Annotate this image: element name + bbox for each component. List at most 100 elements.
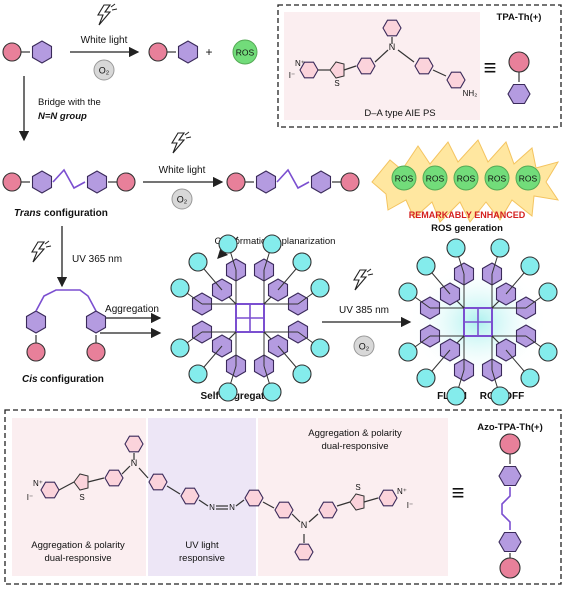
bolt-shape bbox=[171, 132, 186, 154]
ros-generation-text: ROS generation bbox=[431, 223, 503, 234]
right-caption-2: dual-responsive bbox=[321, 441, 388, 452]
bond-line bbox=[291, 513, 301, 523]
pink-node bbox=[26, 342, 46, 362]
bond-line bbox=[308, 513, 319, 523]
iodide-label: I⁻ bbox=[289, 71, 295, 80]
text-layer: White light + TPA-Th(+) D–A type AIE PS … bbox=[14, 12, 543, 564]
iodide-label: I⁻ bbox=[407, 501, 413, 510]
bond-line bbox=[397, 49, 415, 63]
ros-ball-enhanced bbox=[515, 165, 541, 191]
bond-line bbox=[262, 501, 275, 509]
cyan-node bbox=[398, 282, 418, 302]
hexagon-node bbox=[255, 170, 277, 194]
cyan-node bbox=[520, 368, 540, 388]
bolt-ray bbox=[185, 136, 192, 139]
ros-label: ROS bbox=[426, 174, 445, 184]
equiv-sign-bottom: ≡ bbox=[452, 480, 465, 505]
ros-ball-top bbox=[232, 39, 258, 65]
pink-node bbox=[116, 172, 136, 192]
bond-line bbox=[336, 501, 351, 507]
bond-line bbox=[374, 49, 389, 63]
oxygen-ball-3 bbox=[353, 335, 375, 357]
azo-tpa-th-panel bbox=[4, 409, 562, 585]
bolt-shape bbox=[353, 269, 368, 291]
cyan-node bbox=[446, 238, 466, 258]
thiophene-s-label: S bbox=[355, 483, 360, 492]
bond-line bbox=[343, 65, 357, 71]
pyridinium-n-label: N⁺ bbox=[397, 487, 407, 496]
cyan-node bbox=[262, 382, 282, 402]
bond-line bbox=[138, 467, 149, 479]
phenyl-ring bbox=[414, 57, 434, 75]
cyan-node bbox=[188, 364, 208, 384]
bond-line bbox=[432, 69, 447, 77]
pyridinium-ring bbox=[40, 481, 60, 499]
hexagon-node bbox=[177, 40, 199, 64]
ros-label: ROS bbox=[488, 174, 507, 184]
da-type-caption: D–A type AIE PS bbox=[364, 108, 435, 119]
uv365-bolt-icon bbox=[31, 240, 52, 263]
ros-ball-enhanced bbox=[453, 165, 479, 191]
white-light-label-2: White light bbox=[159, 165, 206, 176]
bolt-ray bbox=[367, 273, 374, 276]
cyan-node bbox=[170, 278, 190, 298]
oxygen-label: O₂ bbox=[99, 66, 110, 76]
cyan-node bbox=[538, 282, 558, 302]
cis-label: Cis bbox=[22, 374, 38, 385]
trans-label: Trans bbox=[14, 208, 41, 219]
amine-label: NH₂ bbox=[463, 89, 478, 98]
pink-node bbox=[499, 557, 521, 579]
bridge-text-1: Bridge with the bbox=[38, 97, 101, 108]
bolt-shape bbox=[31, 241, 46, 263]
tpa-th-name: TPA-Th(+) bbox=[497, 12, 542, 23]
oxygen-label: O₂ bbox=[359, 342, 370, 352]
white-light-bolt-icon bbox=[171, 131, 192, 154]
bond-line bbox=[58, 481, 75, 491]
plus-sign-1: + bbox=[205, 45, 212, 59]
uv385-label: UV 385 nm bbox=[339, 305, 389, 316]
phenyl-ring bbox=[180, 487, 200, 505]
phenyl-ring bbox=[446, 71, 466, 89]
pink-node bbox=[508, 51, 530, 73]
phenyl-ring bbox=[104, 469, 124, 487]
phenyl-ring bbox=[378, 489, 398, 507]
equiv-sign-top: ≡ bbox=[484, 55, 497, 80]
azo-n-label: N bbox=[209, 503, 215, 512]
cyan-node bbox=[218, 382, 238, 402]
left-caption-1: Aggregation & polarity bbox=[31, 540, 125, 551]
ros-ball-enhanced bbox=[422, 165, 448, 191]
ros-ball-enhanced bbox=[484, 165, 510, 191]
thiophene-s-label: S bbox=[334, 79, 339, 88]
bond-line bbox=[198, 499, 209, 507]
phenyl-ring bbox=[382, 19, 402, 37]
azo-tpa-th-name: Azo-TPA-Th(+) bbox=[477, 422, 543, 433]
iodide-label: I⁻ bbox=[27, 493, 33, 502]
hexagon-node bbox=[86, 170, 108, 194]
bond-line bbox=[166, 485, 181, 495]
bolt-ray bbox=[184, 131, 190, 136]
azo-linker-line bbox=[276, 168, 310, 190]
phenyl-ring bbox=[244, 489, 264, 507]
bolt-ray bbox=[45, 245, 52, 248]
tpa-th-legend-panel bbox=[277, 4, 562, 128]
cyan-node bbox=[310, 278, 330, 298]
pyridinium-n-label: N⁺ bbox=[33, 479, 43, 488]
amine-n-label: N bbox=[301, 520, 308, 530]
left-caption-2: dual-responsive bbox=[44, 553, 111, 564]
bond-line bbox=[121, 465, 131, 475]
oxygen-ball-1 bbox=[93, 59, 115, 81]
cyan-node bbox=[446, 386, 466, 406]
hexagon-node bbox=[31, 170, 53, 194]
white-light-bolt-icon bbox=[97, 3, 118, 26]
bolt-ray bbox=[44, 240, 50, 245]
hexagon-node bbox=[498, 531, 522, 553]
hexagon-node bbox=[31, 40, 53, 64]
hexagon-node bbox=[310, 170, 332, 194]
self-aggregates-label: Self-aggregates bbox=[200, 391, 275, 402]
phenyl-ring bbox=[148, 473, 168, 491]
cyan-node bbox=[416, 256, 436, 276]
cyan-node bbox=[218, 234, 238, 254]
azo-n-label: N bbox=[229, 503, 235, 512]
